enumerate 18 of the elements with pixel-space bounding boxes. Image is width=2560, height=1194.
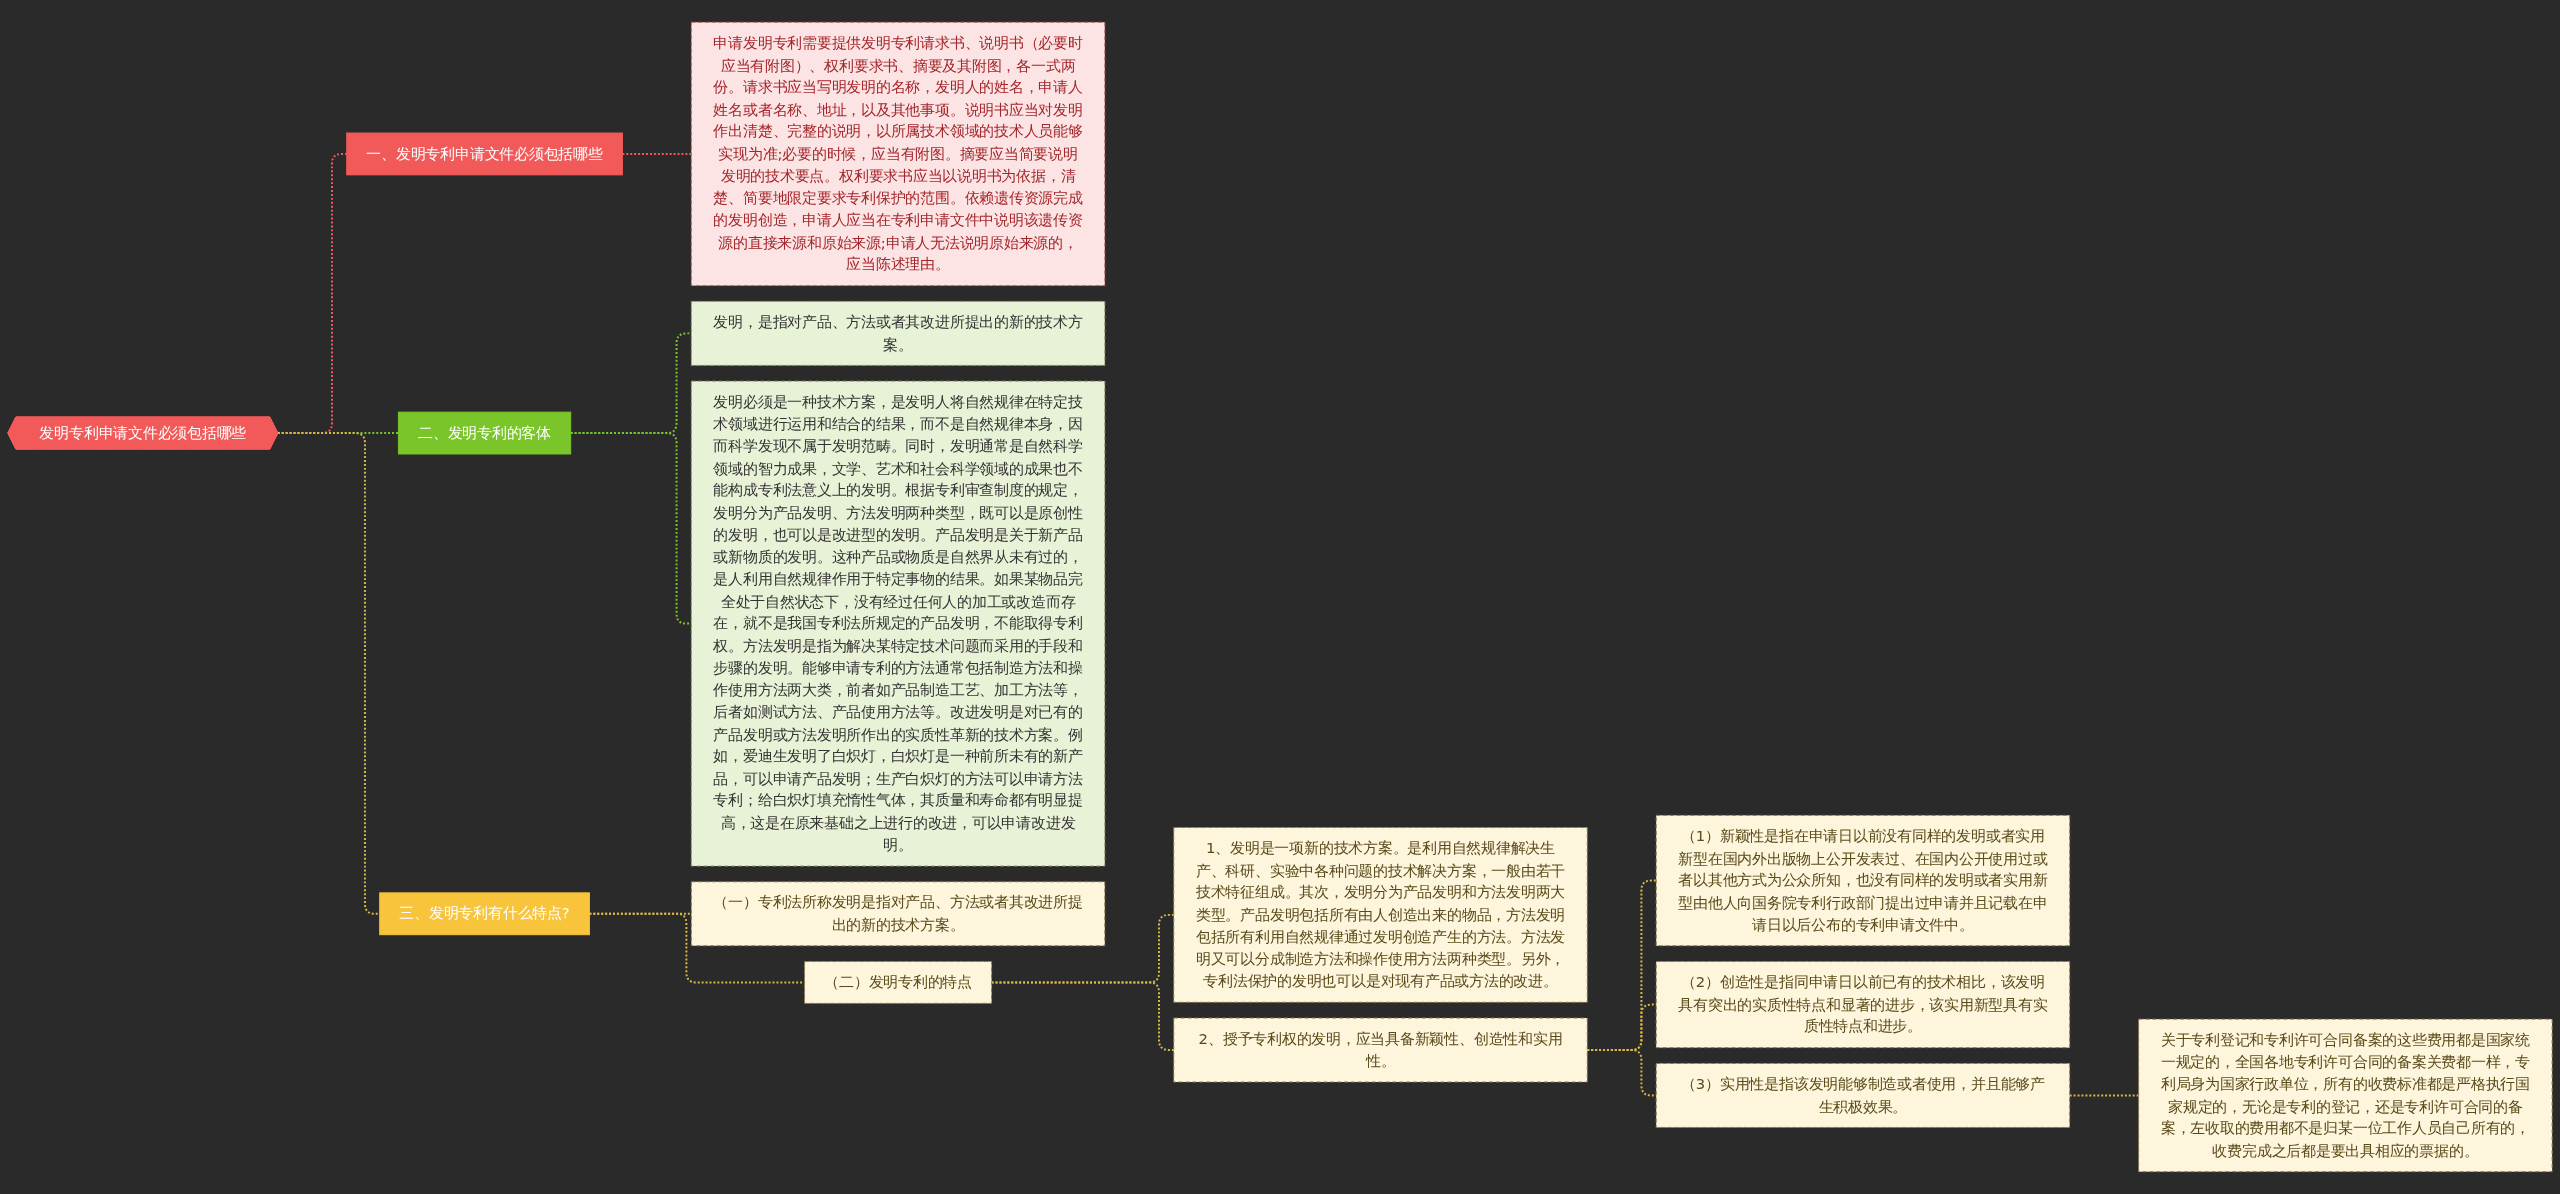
connector [990, 981, 1175, 1051]
node-box: 一、发明专利申请文件必须包括哪些 [346, 132, 623, 176]
connector [621, 152, 693, 155]
node-box: （一）专利法所称发明是指对产品、方法或者其改进所提出的新的技术方案。 [690, 881, 1106, 947]
node-box: 发明，是指对产品、方法或者其改进所提出的新的技术方案。 [690, 300, 1106, 366]
connector [2068, 1094, 2140, 1097]
node-box: 发明必须是一种技术方案，是发明人将自然规律在特定技术领域进行运用和结合的结果，而不是自然规律本身，因而科学发现不属于发明范畴。同时，发明通常是自然科学领域的智力成果，文学、艺术和社会科学领域的成果也不能构成专利法意义上的发明。根据专利审查制度的规定，发明分为产品发明、方法发明两种类型，既可以是原创性的发明，也可以是改进型的发明。产品发明是关于新产品或新物质的发明。这种产品或物质是自然界从未有过的，是人利用自然规律作用于特定事物的结果。如果某物品完全处于自然状态下，没有经过任何人的加工或改造而存在，就不是我国专利法所规定的产品发明，不能取得专利权。方法发明是指为解决某特定技术问题而采用的手段和步骤的发明。能够申请专利的方法通常包括制造方法和操作使用方法两大类，前者如产品制造工艺、加工方法等，后者如测试方法、产品使用方法等。改进发明是对已有的产品发明或方法发明所作出的实质性革新的技术方案。例如，爱迪生发明了白炽灯，白炽灯是一种前所未有的新产品，可以申请产品发明；生产白炽灯的方法可以申请方法专利；给白炽灯填充惰性气体，其质量和寿命都有明显提高，这是在原来基础之上进行的改进，可以申请改进发明。 [690, 380, 1106, 867]
node-box: 关于专利登记和专利许可合同备案的这些费用都是国家统一规定的，全国各地专利许可合同的备案关费都一样，专利局身为国家行政单位，所有的收费标准都是严格执行国家规定的，无论是专利的登记，还是专利许可合同的备案，左收取的费用都不是归某一位工作人员自己所有的，收费完成之后都是要出具相应的票据的。 [2138, 1018, 2553, 1173]
connector [276, 432, 381, 915]
node-box: （3）实用性是指该发明能够制造或者使用，并且能够产生积极效果。 [1655, 1062, 2071, 1128]
node-box: 2、授予专利权的发明，应当具备新颖性、创造性和实用性。 [1173, 1017, 1588, 1083]
node-box: 三、发明专利有什么特点? [379, 892, 590, 936]
node-box: （1）新颖性是指在申请日以前没有同样的发明或者实用新型在国内外出版物上公开发表过、在国内公开使用过或者以其他方式为公众所知，也没有同样的发明或者实用新型由他人向国务院专利行政部门提出过申请并且记载在申请日以后公布的专利申请文件中。 [1655, 814, 2071, 947]
node-box: 二、发明专利的客体 [397, 411, 572, 455]
node-box: 1、发明是一项新的技术方案。是利用自然规律解决生产、科研、实验中各种问题的技术解决方案，一般由若干技术特征组成。其次，发明分为产品发明和方法发明两大类型。产品发明包括所有由人创造出来的物品，方法发明包括所有利用自然规律通过发明创造产生的方法。方法发明又可以分成制造方法和操作使用方法两种类型。另外，专利法保护的发明也可以是对现有产品或方法的改进。 [1173, 827, 1588, 1003]
node-box: （2）创造性是指同申请日以前已有的技术相比，该发明具有突出的实质性特点和显著的进步，该实用新型具有实质性特点和进步。 [1655, 961, 2071, 1049]
node-box: （二）发明专利的特点 [804, 961, 993, 1004]
node-box: 申请发明专利需要提供发明专利请求书、说明书（必要时应当有附图）、权利要求书、摘要及其附图，各一式两份。请求书应当写明发明的名称，发明人的姓名，申请人姓名或者名称、地址，以及其他事项。说明书应当对发明作出清楚、完整的说明，以所属技术领域的技术人员能够实现为准;必要的时候，应当有附图。摘要应当简要说明发明的技术要点。权利要求书应当以说明书为依据，清楚、简要地限定要求专利保护的范围。依赖遗传资源完成的发明创造，申请人应当在专利申请文件中说明该遗传资源的直接来源和原始来源;申请人无法说明原始来源的，应当陈述理由。 [690, 21, 1106, 287]
